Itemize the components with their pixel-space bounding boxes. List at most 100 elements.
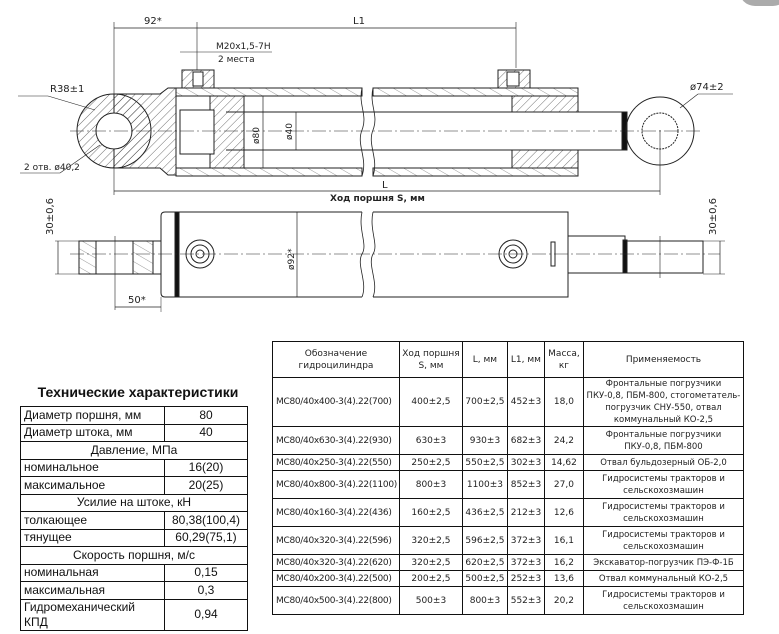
model-applicability: Гидросистемы тракторов и сельскохозмашин xyxy=(582,526,745,555)
model-name: МС80/40х320-3(4).22(596) xyxy=(272,526,400,555)
model-mass: 13,6 xyxy=(543,570,584,587)
model-name: МС80/40х500-3(4).22(800) xyxy=(272,586,400,615)
model-mass: 20,2 xyxy=(543,586,584,615)
model-mass: 12,6 xyxy=(543,498,584,527)
spec-label: максимальное xyxy=(20,476,165,495)
model-l: 500±2,5 xyxy=(461,570,508,587)
model-mass: 16,2 xyxy=(543,554,584,571)
model-name: МС80/40х320-3(4).22(620) xyxy=(272,554,400,571)
model-l1: 852±3 xyxy=(506,470,545,499)
model-name: МС80/40х160-3(4).22(436) xyxy=(272,498,400,527)
spec-value: 16(20) xyxy=(164,458,248,477)
spec-value: 40 xyxy=(164,423,248,442)
dim-eye-hole: 2 отв. ø40,2 xyxy=(24,163,80,173)
model-mass: 24,2 xyxy=(543,426,584,455)
model-l: 596±2,5 xyxy=(461,526,508,555)
model-l1: 452±3 xyxy=(506,377,545,427)
models-table: Обозначение гидроцилиндра Ход поршня S, … xyxy=(272,341,745,615)
spec-label: Диаметр штока, мм xyxy=(20,423,165,442)
model-name: МС80/40х400-3(4).22(700) xyxy=(272,377,400,427)
dim-eye-radius: R38±1 xyxy=(50,84,84,95)
model-stroke: 800±3 xyxy=(398,470,463,499)
spec-section-label: Усилие на штоке, кН xyxy=(20,493,248,512)
model-mass: 14,62 xyxy=(543,454,584,471)
dim-eye-width-left: 30±0,6 xyxy=(45,198,56,235)
model-stroke: 200±2,5 xyxy=(398,570,463,587)
spec-section-row: Усилие на штоке, кН xyxy=(20,493,248,512)
models-header-row: Обозначение гидроцилиндра Ход поршня S, … xyxy=(272,341,745,378)
spec-label: номинальная xyxy=(20,563,165,582)
spec-label: толкающее xyxy=(20,511,165,530)
model-l: 620±2,5 xyxy=(461,554,508,571)
model-applicability: Отвал бульдозерный ОБ-2,0 xyxy=(582,454,745,471)
model-applicability: Фронтальные погрузчики ПКУ-0,8, ПБМ-800,… xyxy=(582,377,745,427)
model-name: МС80/40х800-3(4).22(1100) xyxy=(272,470,400,499)
model-l: 800±3 xyxy=(461,586,508,615)
model-stroke: 320±2,5 xyxy=(398,554,463,571)
spec-value: 0,15 xyxy=(164,563,248,582)
header-l1: L1, мм xyxy=(506,341,545,378)
model-applicability: Гидросистемы тракторов и сельскохозмашин xyxy=(582,586,745,615)
spec-label: максимальная xyxy=(20,581,165,600)
model-l: 1100±3 xyxy=(461,470,508,499)
dim-bore: ø80 xyxy=(252,127,262,144)
model-applicability: Гидросистемы тракторов и сельскохозмашин xyxy=(582,470,745,499)
model-stroke: 630±3 xyxy=(398,426,463,455)
header-stroke: Ход поршня S, мм xyxy=(398,341,463,378)
model-mass: 27,0 xyxy=(543,470,584,499)
model-stroke: 320±2,5 xyxy=(398,526,463,555)
dim-barrel-dia: ø92* xyxy=(287,248,297,270)
model-l1: 302±3 xyxy=(506,454,545,471)
dim-stroke-label: Ход поршня S, мм xyxy=(330,194,425,204)
spec-value: 80 xyxy=(164,406,248,425)
model-mass: 16,1 xyxy=(543,526,584,555)
spec-value: 80,38(100,4) xyxy=(164,511,248,530)
model-applicability: Экскаватор-погрузчик ПЭ-Ф-1Б xyxy=(582,554,745,571)
model-stroke: 400±2,5 xyxy=(398,377,463,427)
model-applicability: Отвал коммунальный КО-2,5 xyxy=(582,570,745,587)
model-l1: 212±3 xyxy=(506,498,545,527)
outer-view xyxy=(55,211,725,312)
model-name: МС80/40х630-3(4).22(930) xyxy=(272,426,400,455)
model-stroke: 500±3 xyxy=(398,586,463,615)
dim-eye-length: 50* xyxy=(128,295,146,306)
dim-rod: ø40 xyxy=(285,123,295,140)
model-l1: 372±3 xyxy=(506,554,545,571)
corner-decoration xyxy=(739,0,779,6)
spec-label: Диаметр поршня, мм xyxy=(20,406,165,425)
model-stroke: 160±2,5 xyxy=(398,498,463,527)
model-l: 436±2,5 xyxy=(461,498,508,527)
model-l: 550±2,5 xyxy=(461,454,508,471)
cylinder-drawing: 92* L1 M20x1,5-7H 2 места R38±1 2 отв. ø… xyxy=(18,16,733,312)
dim-eye-offset: 92* xyxy=(144,16,162,27)
spec-label: тянущее xyxy=(20,528,165,547)
header-mass: Масса, кг xyxy=(543,341,584,378)
model-mass: 18,0 xyxy=(543,377,584,427)
spec-title: Технические характеристики xyxy=(37,384,239,400)
model-l1: 252±3 xyxy=(506,570,545,587)
model-stroke: 250±2,5 xyxy=(398,454,463,471)
spec-value: 0,94 xyxy=(164,598,248,631)
spec-value: 20(25) xyxy=(164,476,248,495)
spec-value: 0,3 xyxy=(164,581,248,600)
model-applicability: Фронтальные погрузчики ПКУ-0,8, ПБМ-800 xyxy=(582,426,745,455)
dim-l1: L1 xyxy=(353,16,365,27)
dim-port-count: 2 места xyxy=(218,55,255,65)
model-l: 930±3 xyxy=(461,426,508,455)
header-designation: Обозначение гидроцилиндра xyxy=(272,341,400,378)
model-name: МС80/40х250-3(4).22(550) xyxy=(272,454,400,471)
model-applicability: Гидросистемы тракторов и сельскохозмашин xyxy=(582,498,745,527)
